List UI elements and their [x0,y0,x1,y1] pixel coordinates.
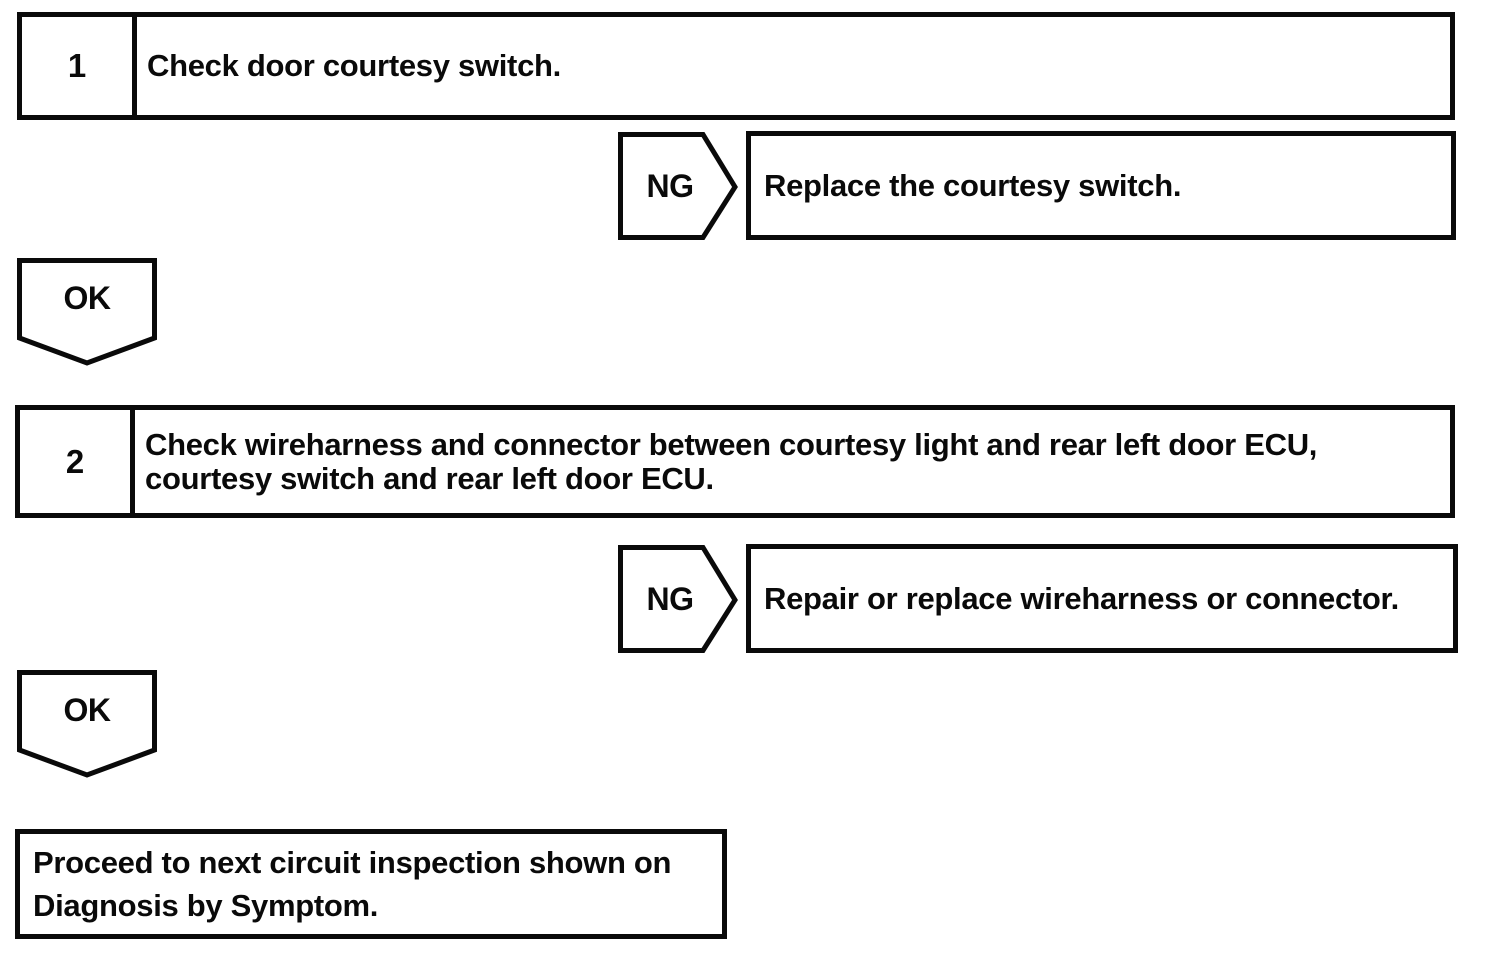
step-1-instruction-text: Check door courtesy switch. [147,48,561,83]
step-1-box: 1 Check door courtesy switch. [17,12,1455,120]
step-1-number: 1 [22,17,137,115]
end-box-line-2: Diagnosis by Symptom. [33,888,379,923]
end-box-text: Proceed to next circuit inspection shown… [33,841,672,927]
ok-arrow-down-icon [17,670,157,778]
step-1-instruction-cell: Check door courtesy switch. [137,17,1450,115]
ng-arrow-right-icon [618,132,738,240]
ok-arrow-down-icon [17,258,157,366]
step-2-number: 2 [20,410,135,513]
ok-connector-1: OK [17,258,157,366]
ok-label-2: OK [63,691,112,728]
ok-connector-2: OK [17,670,157,778]
step-2-instruction-text: Check wireharness and connector between … [145,426,1318,496]
end-box-line-1: Proceed to next circuit inspection shown… [33,845,672,880]
step-2-box: 2 Check wireharness and connector betwee… [15,405,1455,518]
ng-connector-2: NG [618,545,738,653]
ng-action-text-1: Replace the courtesy switch. [764,167,1182,203]
ng-arrow-right-icon [618,545,738,653]
ng-action-text-2: Repair or replace wireharness or connect… [764,580,1399,616]
ng-action-box-1: Replace the courtesy switch. [746,131,1456,240]
ng-label-1: NG [646,167,695,204]
step-2-instruction-cell: Check wireharness and connector between … [135,410,1450,513]
ng-label-2: NG [646,580,695,617]
end-box: Proceed to next circuit inspection shown… [15,829,727,939]
ok-label-1: OK [63,279,112,316]
ng-action-box-2: Repair or replace wireharness or connect… [746,544,1458,653]
ng-connector-1: NG [618,132,738,240]
